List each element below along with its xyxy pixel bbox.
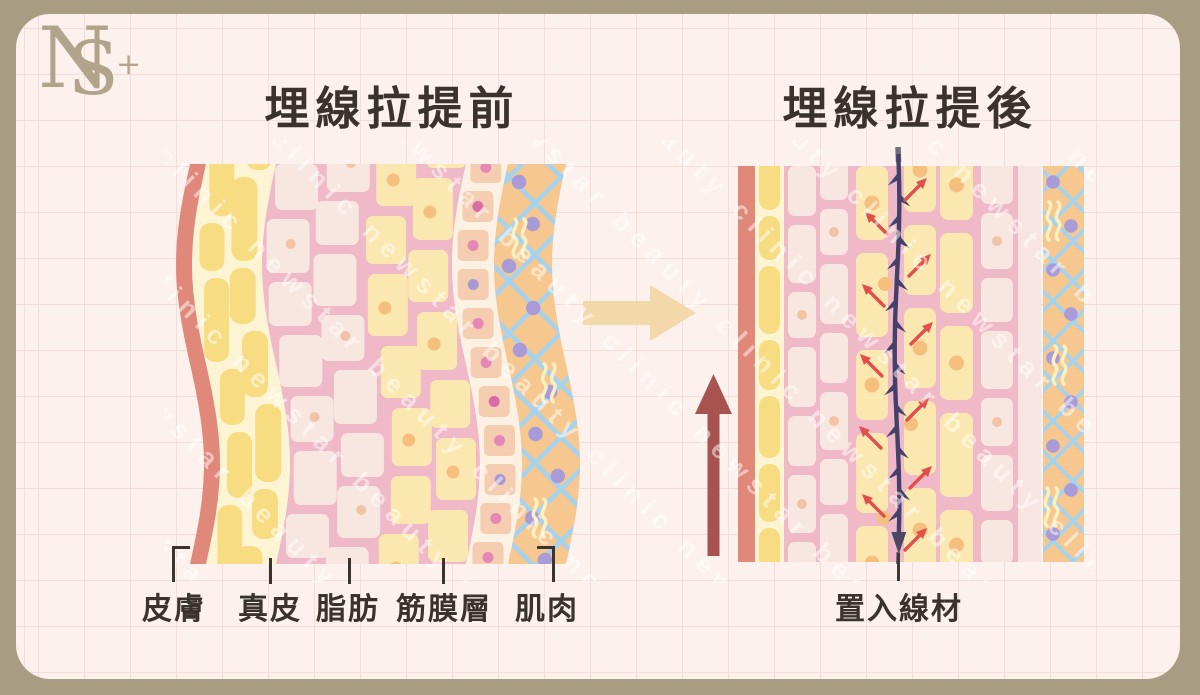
before-skin-layers-diagram — [176, 164, 580, 564]
bracket-skin — [172, 546, 190, 582]
title-before-lift: 埋線拉提前 — [264, 83, 520, 134]
label-fascia: 筋膜層 — [396, 593, 492, 626]
label-muscle: 肌肉 — [515, 593, 579, 626]
ns-logo: N S + — [38, 16, 208, 146]
title-after-lift: 埋線拉提後 — [782, 83, 1038, 134]
tick-fat — [348, 558, 351, 584]
lift-direction-arrow-icon — [695, 374, 732, 556]
tick-dermis — [269, 558, 272, 584]
label-fat: 脂肪 — [316, 593, 380, 626]
logo-letter-s: S — [68, 26, 119, 112]
logo-letter-n: N — [38, 9, 112, 107]
logo-sparkle-icon: + — [116, 47, 142, 82]
transition-arrow-icon — [583, 285, 696, 341]
bracket-muscle — [537, 546, 555, 582]
after-skin-layers-diagram — [738, 146, 1084, 565]
label-thread-insertion: 置入線材 — [835, 593, 963, 626]
tick-fascia — [442, 558, 445, 584]
label-skin: 皮膚 — [142, 593, 206, 626]
tick-thread — [897, 553, 900, 581]
label-dermis: 真皮 — [238, 593, 302, 626]
